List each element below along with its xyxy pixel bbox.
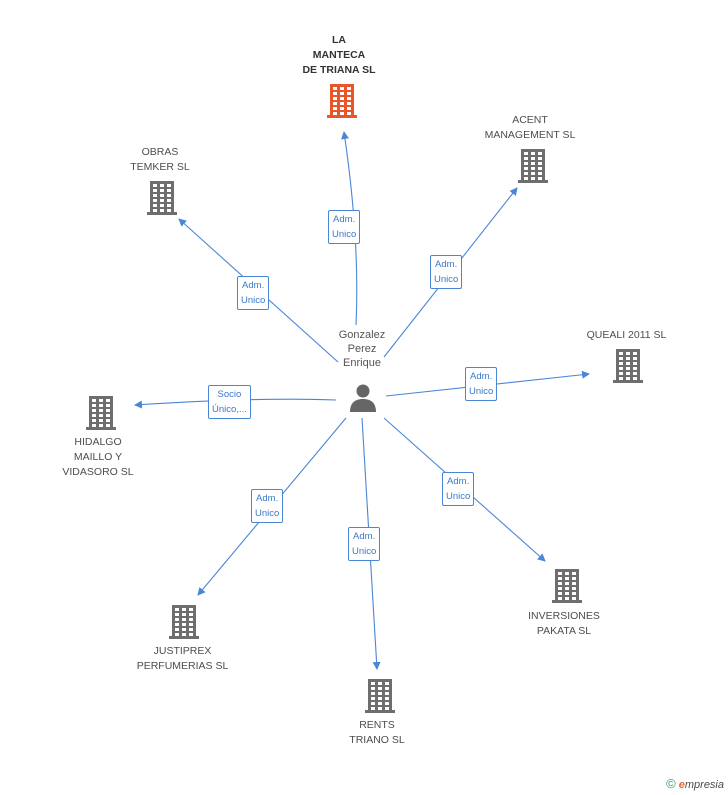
building-icon-hidalgo[interactable]	[86, 396, 116, 430]
building-icon-justiprex[interactable]	[169, 605, 199, 639]
company-label-justiprex[interactable]: JUSTIPREX PERFUMERIAS SL	[136, 645, 229, 672]
edge-label-obras-temker: Adm. Unico	[237, 276, 270, 310]
edge-label-inversiones: Adm. Unico	[442, 472, 475, 506]
center-person-name[interactable]: Gonzalez Perez Enrique	[338, 329, 386, 369]
building-icon-rents[interactable]	[365, 679, 395, 713]
person-icon[interactable]	[348, 383, 378, 413]
company-label-queali[interactable]: QUEALI 2011 SL	[586, 329, 667, 341]
building-icon-la-manteca[interactable]	[327, 84, 357, 118]
building-icon-acent[interactable]	[518, 149, 548, 183]
company-label-hidalgo[interactable]: HIDALGO MAILLO Y VIDASORO SL	[62, 436, 134, 478]
copyright-symbol: ©	[666, 776, 676, 791]
building-icon-inversiones[interactable]	[552, 569, 582, 603]
company-label-obras-temker[interactable]: OBRAS TEMKER SL	[130, 146, 190, 173]
edge-label-la-manteca: Adm. Unico	[328, 210, 361, 244]
edge-label-queali: Adm. Unico	[465, 367, 498, 401]
edge-label-rents: Adm. Unico	[348, 527, 381, 561]
empresia-watermark: © empresia	[666, 776, 724, 791]
company-label-inversiones[interactable]: INVERSIONES PAKATA SL	[528, 610, 600, 637]
building-icon-obras-temker[interactable]	[147, 181, 177, 215]
company-label-acent[interactable]: ACENT MANAGEMENT SL	[484, 114, 576, 141]
brand-initial: e	[678, 779, 685, 791]
edge-label-hidalgo: Socio Único,...	[208, 385, 251, 419]
company-label-rents[interactable]: RENTS TRIANO SL	[349, 719, 405, 746]
company-label-la-manteca[interactable]: LA MANTECA DE TRIANA SL	[302, 34, 376, 76]
edge-label-justiprex: Adm. Unico	[251, 489, 284, 523]
brand-name: mpresia	[684, 779, 724, 791]
edge-label-acent: Adm. Unico	[430, 255, 463, 289]
building-icon-queali[interactable]	[613, 349, 643, 383]
